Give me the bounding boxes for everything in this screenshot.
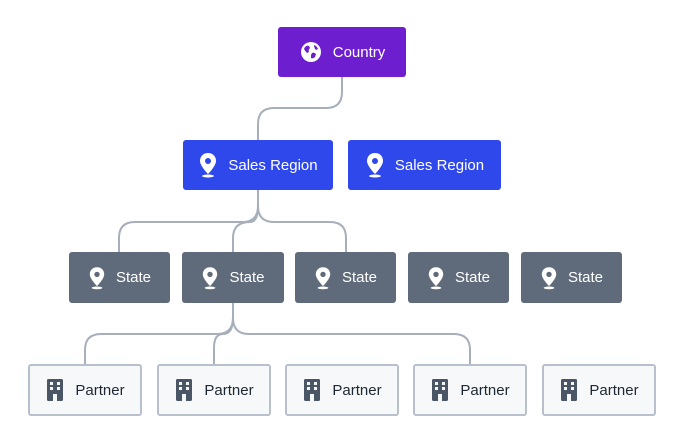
state-label: State bbox=[229, 269, 265, 286]
partner-node[interactable]: Partner bbox=[542, 364, 656, 416]
building-icon bbox=[302, 378, 322, 402]
state-label: State bbox=[454, 269, 491, 286]
connector-region-state-2 bbox=[232, 190, 259, 252]
state-node[interactable]: State bbox=[521, 252, 622, 303]
building-icon bbox=[45, 378, 65, 402]
connector-region-state-3 bbox=[257, 190, 347, 252]
sales-region-label: Sales Region bbox=[228, 156, 318, 174]
partner-node[interactable]: Partner bbox=[285, 364, 399, 416]
state-node[interactable]: State bbox=[69, 252, 170, 303]
state-node[interactable]: State bbox=[408, 252, 509, 303]
partner-label: Partner bbox=[460, 381, 510, 399]
connector-country-region bbox=[257, 77, 343, 140]
partner-label: Partner bbox=[589, 381, 639, 399]
building-icon bbox=[559, 378, 579, 402]
sales-region-node[interactable]: Sales Region bbox=[348, 140, 501, 190]
state-label: State bbox=[115, 269, 152, 286]
map-pin-icon bbox=[314, 266, 332, 290]
map-pin-icon bbox=[88, 266, 106, 290]
partner-node[interactable]: Partner bbox=[413, 364, 527, 416]
country-node[interactable]: Country bbox=[278, 27, 406, 77]
partner-label: Partner bbox=[332, 381, 382, 399]
partner-node[interactable]: Partner bbox=[157, 364, 271, 416]
globe-icon bbox=[299, 40, 323, 64]
map-pin-icon bbox=[427, 266, 445, 290]
state-node[interactable]: State bbox=[295, 252, 396, 303]
building-icon bbox=[174, 378, 194, 402]
connector-state-partner-4 bbox=[232, 303, 471, 364]
map-pin-icon bbox=[365, 152, 385, 178]
connector-state-partner-1 bbox=[84, 303, 234, 364]
map-pin-icon bbox=[540, 266, 558, 290]
connector-state-partner-2 bbox=[213, 303, 234, 364]
sales-region-node[interactable]: Sales Region bbox=[183, 140, 333, 190]
partner-node[interactable]: Partner bbox=[28, 364, 142, 416]
sales-region-label: Sales Region bbox=[394, 156, 485, 174]
building-icon bbox=[430, 378, 450, 402]
country-label: Country bbox=[332, 43, 386, 61]
state-label: State bbox=[567, 269, 604, 286]
state-node[interactable]: State bbox=[182, 252, 284, 303]
map-pin-icon bbox=[201, 266, 219, 290]
partner-label: Partner bbox=[75, 381, 125, 399]
partner-label: Partner bbox=[204, 381, 254, 399]
connector-region-state-1 bbox=[118, 190, 259, 252]
map-pin-icon bbox=[198, 152, 218, 178]
state-label: State bbox=[341, 269, 378, 286]
